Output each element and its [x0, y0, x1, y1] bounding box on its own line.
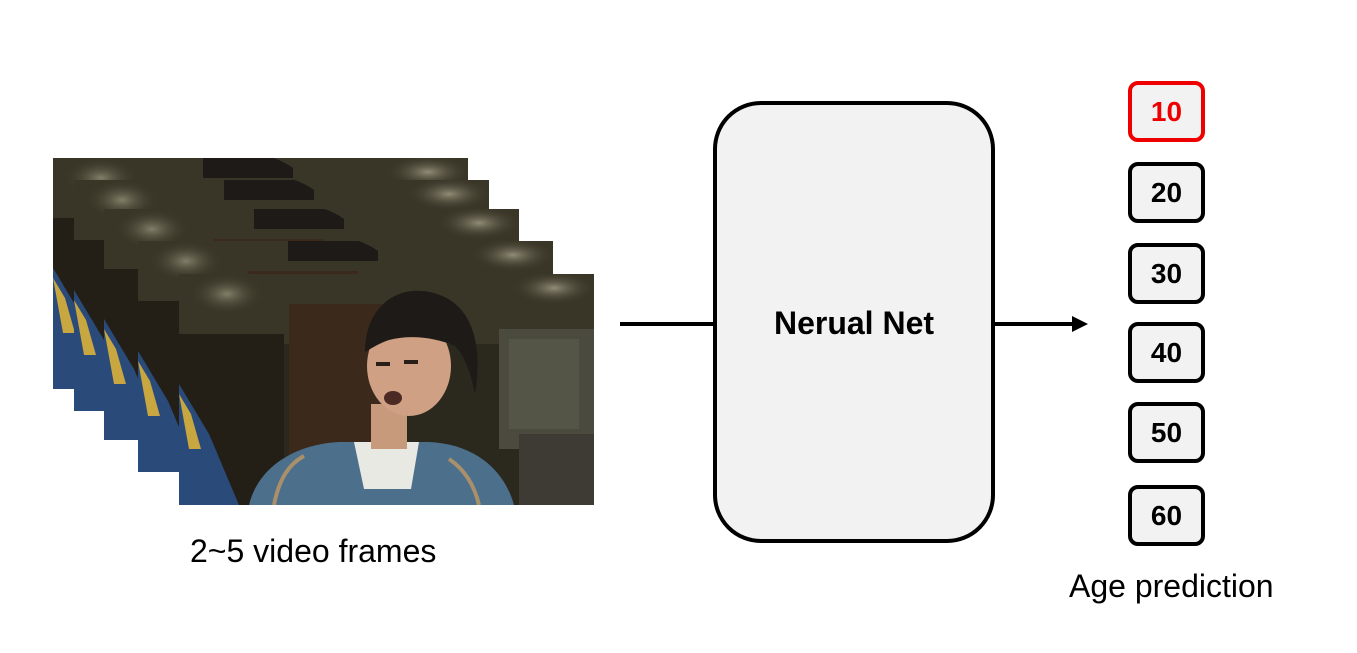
- age-option-20: 20: [1128, 162, 1205, 223]
- input-connector-line: [620, 322, 714, 326]
- output-arrow-line: [994, 322, 1074, 326]
- age-option-60: 60: [1128, 485, 1205, 546]
- age-option-30: 30: [1128, 243, 1205, 304]
- video-frame-5: [179, 274, 594, 505]
- output-arrow-head: [1072, 316, 1088, 332]
- neural-net-label: Nerual Net: [773, 304, 935, 341]
- age-option-40: 40: [1128, 322, 1205, 383]
- neural-net-box: Nerual Net: [713, 101, 995, 543]
- age-option-50: 50: [1128, 402, 1205, 463]
- age-option-10: 10: [1128, 81, 1205, 142]
- video-frames-caption: 2~5 video frames: [190, 533, 437, 569]
- age-prediction-caption: Age prediction: [1069, 568, 1274, 604]
